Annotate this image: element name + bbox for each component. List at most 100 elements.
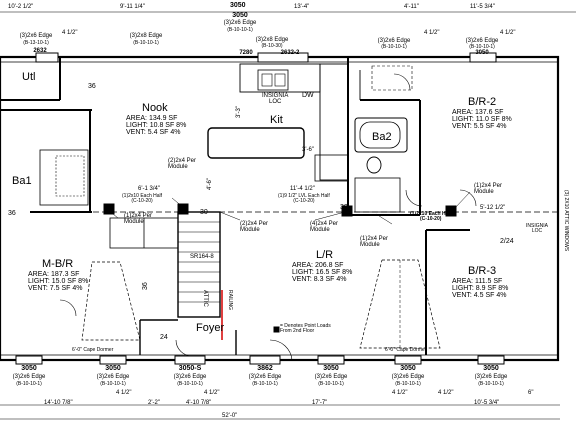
label-24a: 24 xyxy=(160,334,168,341)
top-header-3-label: (3)2x6 Edge xyxy=(223,20,257,26)
top-header-6-label: (3)2x6 Edge xyxy=(465,38,499,44)
per-module-label-6: (2)2x4 Per Module xyxy=(168,158,197,170)
room-mbr-name: M-B/R xyxy=(42,258,74,270)
label-30a: 30 xyxy=(200,209,208,216)
bottom-dim-1: 14'-10 7/8" xyxy=(44,400,73,406)
bottom-dim-3: 10'-5 3/4" xyxy=(474,400,500,406)
room-nook-light: LIGHT: 10.8 SF 8% xyxy=(126,121,187,129)
top-header-6-sub: (B-10-10-1) xyxy=(469,44,495,50)
top-header-3-sub: (B-10-10-1) xyxy=(227,27,253,33)
room-br3: B/R-3 AREA: 111.5 SF LIGHT: 8.9 SF 8% VE… xyxy=(452,265,508,300)
window-2632-2: 2632-2 xyxy=(280,50,300,56)
room-br3-area: AREA: 111.5 SF xyxy=(452,277,503,285)
dim-11-4: 11'-4 1/2" xyxy=(290,186,315,192)
dim-3-6: 3'-6" xyxy=(302,147,314,153)
bottom-dim-4: 52'-0" xyxy=(222,413,238,419)
bottom-small-dim-2: 2'-2" xyxy=(148,400,160,406)
room-lr: L/R AREA: 206.8 SF LIGHT: 16.5 SF 8% VEN… xyxy=(292,249,352,284)
bottom-small-dim-4: 4'-10 7/8" xyxy=(186,400,212,406)
dim-5-12: 5'-12 1/2" xyxy=(480,205,506,211)
bottom-header-6-sub: (B-10-10-1) xyxy=(395,381,421,387)
right-side-note: (3) 2X10 ATTIC WINDOWS xyxy=(563,190,569,252)
top-header-2-label: (3)2x8 Edge xyxy=(129,33,163,39)
room-br2-area: AREA: 137.6 SF xyxy=(452,108,504,116)
bottom-window-4: 3862 xyxy=(257,365,273,372)
dim-4-6: 4'-6" xyxy=(207,178,213,190)
room-foyer-name: Foyer xyxy=(196,322,225,334)
room-lr-area: AREA: 206.8 SF xyxy=(292,261,344,269)
top-header-6-window: 3050 xyxy=(475,50,489,56)
room-mbr: M-B/R AREA: 187.3 SF LIGHT: 15.0 SF 8% V… xyxy=(28,258,89,293)
room-kit-name: Kit xyxy=(270,114,283,126)
bottom-header-7-label: (3)2x6 Edge xyxy=(474,374,508,380)
top-header-1-sub: (B-13-10-1) xyxy=(23,40,49,46)
stair-label: SR164-8 xyxy=(190,254,214,260)
each-half-left: (1)2x10 Each Half (C-10-20) xyxy=(122,193,163,204)
bottom-header-2-label: (3)2x6 Edge xyxy=(96,374,130,380)
top-header-1-dim: 4 1/2" xyxy=(62,30,78,36)
cape-dormer-left: 6'-0" Cape Dormer xyxy=(72,347,114,353)
label-36b: 36 xyxy=(8,210,16,217)
label-30b: 30 xyxy=(340,204,348,211)
top-dim-3: 3050 xyxy=(230,2,246,9)
per-module-label-1: (1)2x4 Per Module xyxy=(124,213,153,225)
room-lr-vent: VENT: 8.3 SF 4% xyxy=(292,276,347,284)
room-nook: Nook AREA: 134.9 SF LIGHT: 10.8 SF 8% VE… xyxy=(126,102,187,137)
top-header-4-sub: (B-10-30) xyxy=(261,43,283,49)
bottom-small-dim-5: 4 1/2" xyxy=(392,390,408,396)
label-24b: 2/24 xyxy=(500,238,514,245)
top-header-5-dim: 4 1/2" xyxy=(424,30,440,36)
top-dim-6: 11'-5 3/4" xyxy=(470,4,495,10)
bottom-window-1: 3050 xyxy=(21,365,37,372)
dim-3-3: 3'-3" xyxy=(236,106,242,118)
room-nook-name: Nook xyxy=(142,102,168,114)
bottom-small-dim-1: 4 1/2" xyxy=(116,390,132,396)
top-dim-2: 9'-11 1/4" xyxy=(120,4,145,10)
room-br2-vent: VENT: 5.5 SF 4% xyxy=(452,123,507,131)
bottom-header-1-label: (3)2x6 Edge xyxy=(12,374,46,380)
point-loads-note: = Denotes Point Loads From 2nd Floor xyxy=(280,323,331,334)
per-module-label-4: (1)2x4 Per Module xyxy=(360,236,389,248)
room-br2-name: B/R-2 xyxy=(468,96,497,108)
room-utl-name: Utl xyxy=(22,71,36,83)
attic-label: ATTIC xyxy=(202,290,208,307)
room-mbr-light: LIGHT: 15.0 SF 8% xyxy=(28,277,89,285)
bottom-dim-2: 17'-7" xyxy=(312,400,328,406)
top-header-1-label: (3)2x6 Edge xyxy=(19,33,53,39)
room-ba1-name: Ba1 xyxy=(12,175,32,187)
railing-label: RAILING xyxy=(227,290,233,311)
top-window-3050: 3050 xyxy=(232,12,248,19)
room-mbr-vent: VENT: 7.5 SF 4% xyxy=(28,285,83,293)
top-dim-1: 10'-2 1/2" xyxy=(8,4,34,10)
bottom-header-5-sub: (B-10-10-1) xyxy=(318,381,344,387)
top-dim-4: 13'-4" xyxy=(294,4,310,10)
per-module-label-3: (4)2x4 Per Module xyxy=(310,221,339,233)
bottom-header-4-label: (3)2x6 Edge xyxy=(248,374,282,380)
room-br2-light: LIGHT: 11.0 SF 8% xyxy=(452,115,512,123)
bottom-window-3: 3050-S xyxy=(178,365,202,372)
bottom-window-6: 3050 xyxy=(400,365,416,372)
bottom-small-dim-7: 6" xyxy=(528,390,534,396)
room-br2: B/R-2 AREA: 137.6 SF LIGHT: 11.0 SF 8% V… xyxy=(452,96,512,131)
top-header-1-window: 2632 xyxy=(33,48,47,54)
room-mbr-area: AREA: 187.3 SF xyxy=(28,270,80,278)
insignia-loc-label-2: INSIGNIA LOC xyxy=(526,223,548,234)
top-header-5-sub: (B-10-10-1) xyxy=(381,44,407,50)
dw-label: DW xyxy=(302,92,314,99)
bottom-header-4-sub: (B-10-10-1) xyxy=(252,381,278,387)
insignia-loc-label: INSIGNIA LOC xyxy=(262,93,289,105)
dim-6-1: 6'-1 3/4" xyxy=(138,186,160,192)
bottom-header-1-sub: (B-10-10-1) xyxy=(16,381,42,387)
top-header-5-label: (3)2x6 Edge xyxy=(377,38,411,44)
top-header-4-window: 7280 xyxy=(239,50,253,56)
each-half-mid: (1)9 1/2" LVL Each Half (C-10-20) xyxy=(278,193,330,204)
per-module-label-5: (1)2x4 Per Module xyxy=(474,183,503,195)
bottom-window-7: 3050 xyxy=(483,365,499,372)
label-36c: 36 xyxy=(142,282,149,290)
room-br3-vent: VENT: 4.5 SF 4% xyxy=(452,292,507,300)
top-header-4-label: (3)2x8 Edge xyxy=(255,37,289,43)
per-module-label-2: (2)2x4 Per Module xyxy=(240,221,269,233)
bottom-header-6-label: (3)2x6 Edge xyxy=(391,374,425,380)
bottom-window-5: 3050 xyxy=(323,365,339,372)
